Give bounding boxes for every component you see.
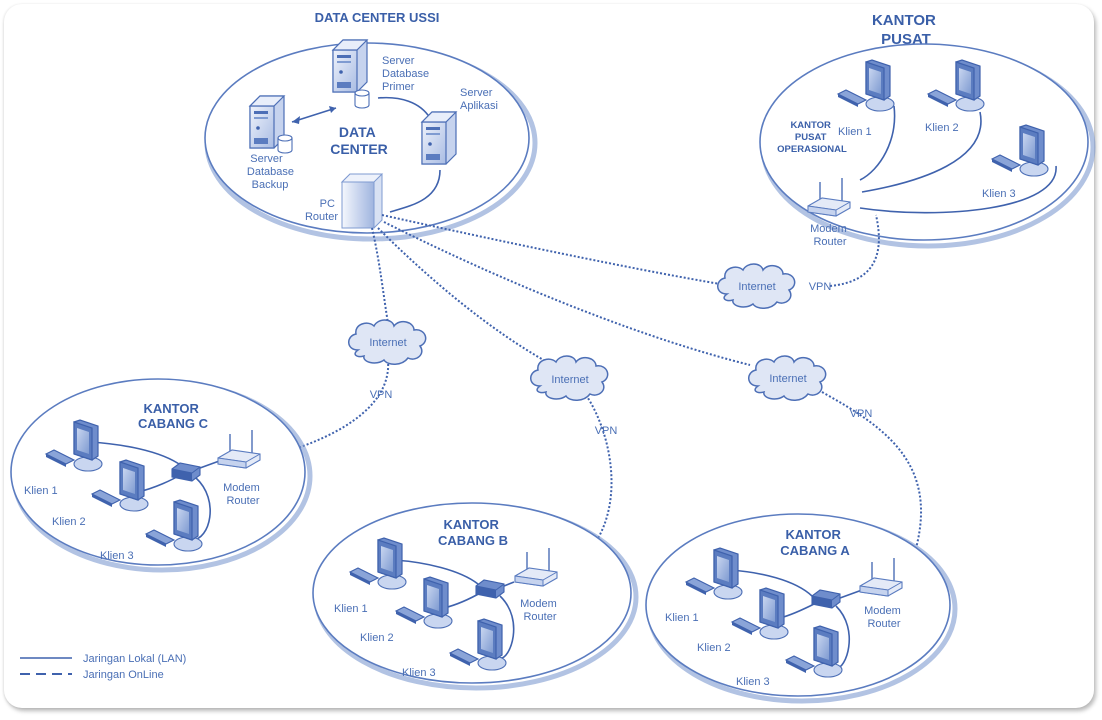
legend-online-label: Jaringan OnLine [83, 669, 164, 681]
pusat-klien1-label: Klien 1 [838, 126, 872, 138]
wan-dc-cloud-a [383, 221, 751, 366]
vpn-a-label: VPN [850, 408, 873, 420]
lan-b-klien3 [499, 595, 515, 659]
wan-dc-cloud-c [371, 227, 389, 324]
lan-a-switch-router [839, 589, 863, 599]
b-router-label: Modem Router [520, 598, 560, 623]
a-klien3-label: Klien 3 [736, 676, 770, 688]
wan-cloud-a-router [821, 391, 923, 579]
kantor-pusat-group: KANTOR PUSAT Klien 1 Klien 2 Klien 3 KAN… [759, 12, 1096, 249]
lan-b-klien1 [393, 559, 479, 585]
c-router-label: Modem Router [223, 482, 263, 507]
server-backup-label: Server Database Backup [247, 153, 297, 191]
cabang-c-title: KANTOR CABANG C [138, 401, 209, 431]
vpn-pusat-label: VPN [809, 281, 832, 293]
cloud-pusat: Internet VPN [716, 263, 832, 310]
kantor-cabang-a-group: KANTOR CABANG A Klien 1 Klien 2 Klien 3 … [645, 513, 958, 704]
vpn-c-label: VPN [370, 389, 393, 401]
server-primary-icon [332, 39, 368, 93]
data-center-center-label: DATA CENTER [330, 124, 388, 157]
a-switch-icon [811, 589, 841, 609]
data-center-title: DATA CENTER USSI [315, 10, 440, 25]
pc-router-label: PC Router [305, 198, 338, 223]
lan-c-klien1 [89, 441, 183, 467]
lan-link-pusat-klien1 [859, 105, 896, 181]
database-backup-icon [277, 134, 293, 154]
cloud-cabang-a: Internet VPN [747, 355, 873, 420]
cloud-a-label: Internet [769, 373, 806, 385]
cloud-cabang-b: Internet VPN [529, 355, 618, 437]
arrow-head-icon [292, 116, 300, 124]
pusat-operasional-label: KANTOR PUSAT OPERASIONAL [777, 120, 847, 155]
pusat-klien3-label: Klien 3 [982, 188, 1016, 200]
lan-b-switch-router [503, 581, 515, 587]
server-app-label: Server Aplikasi [460, 87, 498, 112]
lan-link-pusat-klien2 [861, 111, 982, 193]
data-center-group: DATA CENTER USSI Server Database Primer … [204, 10, 538, 242]
a-klien2-label: Klien 2 [697, 642, 731, 654]
a-klien1-label: Klien 1 [665, 612, 699, 624]
arrow-head-icon [329, 106, 336, 113]
server-primary-label: Server Database Primer [382, 55, 432, 93]
lan-a-klien1 [729, 569, 813, 597]
kantor-pusat-title: KANTOR PUSAT [872, 12, 940, 48]
pc-router-icon [340, 173, 384, 229]
cloud-cabang-c: Internet VPN [347, 319, 427, 401]
pusat-klien2-label: Klien 2 [925, 122, 959, 134]
legend: Jaringan Lokal (LAN) Jaringan OnLine [20, 653, 186, 681]
c-klien2-label: Klien 2 [52, 516, 86, 528]
vpn-b-label: VPN [595, 425, 618, 437]
c-switch-icon [171, 462, 201, 482]
b-klien2-label: Klien 2 [360, 632, 394, 644]
lan-link-app-router [389, 169, 441, 213]
lan-link-pusat-klien3 [859, 165, 1057, 214]
kantor-cabang-c-group: KANTOR CABANG C Klien 1 Klien 2 Klien 3 … [10, 378, 313, 573]
b-klien3-label: Klien 3 [402, 667, 436, 679]
pusat-router-label: Modem Router [810, 223, 850, 248]
cloud-b-label: Internet [551, 374, 588, 386]
b-switch-icon [475, 579, 505, 599]
cabang-b-title: KANTOR CABANG B [438, 517, 508, 548]
c-klien1-label: Klien 1 [24, 485, 58, 497]
cloud-pusat-label: Internet [738, 281, 775, 293]
b-klien1-label: Klien 1 [334, 603, 368, 615]
kantor-cabang-b-group: KANTOR CABANG B Klien 1 Klien 2 Klien 3 … [312, 502, 639, 691]
legend-lan-label: Jaringan Lokal (LAN) [83, 653, 186, 665]
cloud-c-label: Internet [369, 337, 406, 349]
lan-link-primary-app [377, 96, 431, 119]
cabang-a-title: KANTOR CABANG A [780, 527, 850, 558]
wan-dc-cloud-pusat [381, 214, 721, 285]
a-router-label: Modem Router [864, 605, 904, 630]
c-klien3-label: Klien 3 [100, 550, 134, 562]
database-primary-icon [354, 89, 370, 109]
server-app-icon [421, 111, 457, 165]
